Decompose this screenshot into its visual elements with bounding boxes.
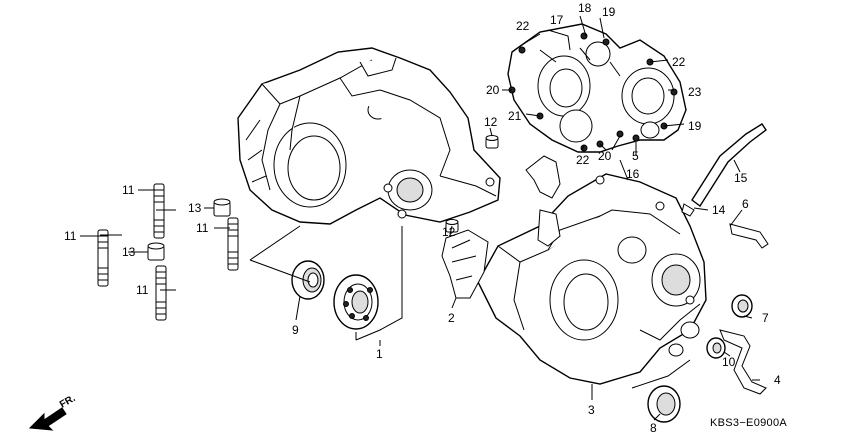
dowel-pin-13a[interactable] — [213, 198, 231, 217]
stud-bolt-a[interactable] — [153, 183, 165, 239]
callout-13b: 13 — [122, 245, 136, 259]
callout-17: 17 — [550, 13, 564, 27]
clamp-6[interactable] — [729, 223, 769, 249]
callout-19b: 19 — [688, 119, 702, 133]
dowel-pin-12a[interactable] — [485, 135, 499, 149]
callout-18: 18 — [578, 1, 592, 15]
callout-12b: 12 — [442, 225, 456, 239]
callout-11d: 11 — [136, 283, 149, 297]
callout-11a: 11 — [122, 183, 135, 197]
leader-lines — [80, 15, 760, 421]
right-crankcase-half[interactable] — [477, 173, 707, 385]
callout-19a: 19 — [602, 5, 616, 19]
callout-11c: 11 — [196, 221, 209, 235]
stud-bolt-b[interactable] — [97, 229, 109, 287]
callout-12a: 12 — [484, 115, 498, 129]
clip-14[interactable] — [681, 203, 695, 217]
stud-bolt-d[interactable] — [155, 265, 167, 321]
stud-bolt-c[interactable] — [227, 217, 239, 271]
callout-22b: 22 — [672, 55, 686, 69]
bearing-1[interactable] — [333, 274, 379, 330]
callout-3: 3 — [588, 403, 595, 417]
callout-11b: 11 — [64, 229, 77, 243]
callout-9: 9 — [292, 323, 299, 337]
callout-1: 1 — [376, 347, 383, 361]
callout-8: 8 — [650, 421, 657, 435]
oil-seal-8[interactable] — [647, 385, 681, 423]
callout-20b: 20 — [598, 149, 612, 163]
left-crankcase-half[interactable] — [237, 47, 501, 225]
callout-15: 15 — [734, 171, 748, 185]
callout-6: 6 — [742, 197, 749, 211]
callout-22a: 22 — [516, 19, 530, 33]
callout-23: 23 — [688, 85, 702, 99]
callout-16: 16 — [626, 167, 640, 181]
callout-14: 14 — [712, 203, 726, 217]
callout-13a: 13 — [188, 201, 202, 215]
front-marker-label: FR. — [58, 393, 78, 411]
front-direction-arrow: FR. — [28, 393, 78, 431]
front-arrow-icon — [28, 407, 67, 431]
callout-20a: 20 — [486, 83, 500, 97]
callout-21: 21 — [508, 109, 522, 123]
gasket-2[interactable] — [441, 229, 489, 299]
callout-5: 5 — [632, 149, 639, 163]
breather-tube-15[interactable] — [691, 123, 767, 208]
oil-seal-7[interactable] — [731, 294, 753, 318]
callout-7: 7 — [762, 311, 769, 325]
diagram-reference-code: KBS3−E0900A — [710, 417, 787, 429]
dowel-pin-13b[interactable] — [147, 242, 165, 261]
callout-22c: 22 — [576, 153, 590, 167]
oil-seal-10[interactable] — [706, 337, 726, 359]
bracket-4[interactable] — [719, 329, 767, 395]
crankcase-cover[interactable] — [507, 23, 687, 153]
callouts: 1 2 3 4 5 6 7 8 9 10 11 11 11 11 12 12 1… — [64, 1, 781, 435]
callout-2: 2 — [448, 311, 455, 325]
callout-4: 4 — [774, 373, 781, 387]
gasket-upper[interactable] — [525, 155, 561, 247]
callout-10: 10 — [722, 355, 736, 369]
oil-seal-9[interactable] — [291, 260, 325, 300]
